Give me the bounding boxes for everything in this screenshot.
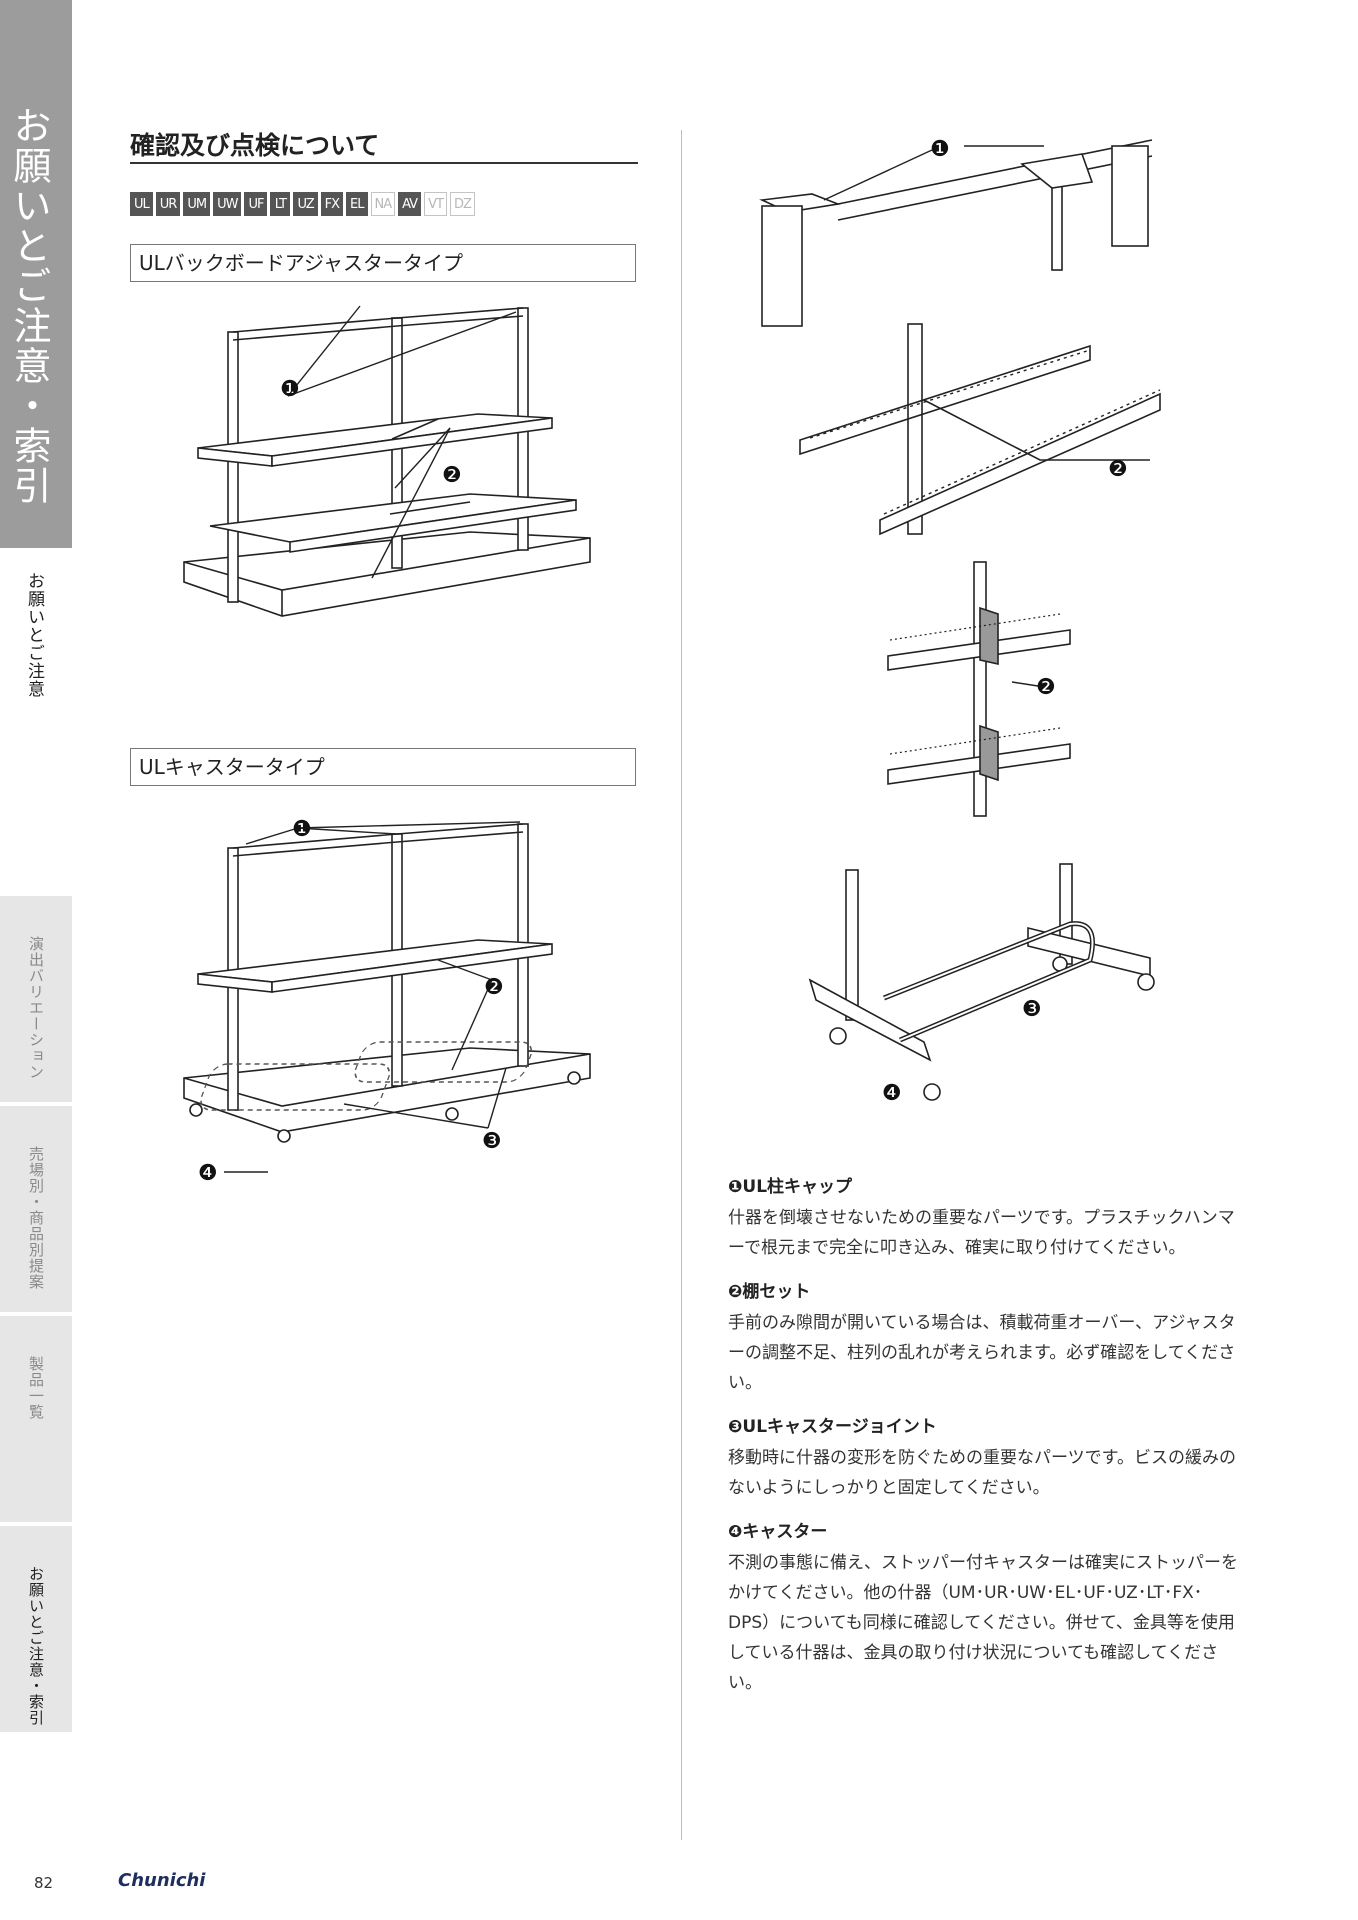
leader-line-m1b (287, 311, 517, 397)
figure-label-caster: ULキャスタータイプ (130, 748, 636, 786)
tab-label: 売場別・商品別提案 (27, 1146, 45, 1290)
leader-line-m2b (371, 427, 451, 579)
marker-2: ❷ (484, 975, 504, 1000)
sidebar: お願いとご注意・索引 お願いとご注意 演出バリエーション 売場別・商品別提案 製… (0, 0, 72, 1920)
note-heading: ❸ULキャスタージョイント (728, 1417, 937, 1437)
series-badge-el: EL (346, 192, 368, 216)
note-shelf-set: ❷棚セット 手前のみ隙間が開いている場合は、積載荷重オーバー、アジャスターの調整… (728, 1277, 1238, 1398)
tab-notes-index[interactable]: お願いとご注意・索引 (0, 1526, 72, 1732)
series-badge-vt: VT (424, 192, 447, 216)
marker-3: ❸ (1022, 997, 1042, 1022)
series-badge-fx: FX (320, 192, 344, 216)
title-underline (130, 162, 638, 164)
figure-detail-post-cap: ❶ (759, 137, 1153, 327)
marker-4: ❹ (198, 1161, 218, 1186)
marker-2: ❷ (442, 463, 462, 488)
series-badges: UL UR UM UW UF LT UZ FX EL NA AV VT DZ (130, 192, 475, 216)
note-caster-joint: ❸ULキャスタージョイント 移動時に什器の変形を防ぐための重要なパーツです。ビス… (728, 1412, 1238, 1503)
figure-detail-shelf-set: ❷ (799, 323, 1161, 536)
series-badge-ur: UR (155, 192, 181, 216)
series-badge-uf: UF (244, 192, 268, 216)
brand-logo: Chunichi (118, 1870, 206, 1891)
sidebar-chapter-title: お願いとご注意・索引 (7, 106, 51, 506)
marker-2: ❷ (1036, 675, 1056, 700)
note-body: 不測の事態に備え、ストッパー付キャスターは確実にストッパーをかけてください。他の… (728, 1553, 1238, 1693)
note-caster: ❹キャスター 不測の事態に備え、ストッパー付キャスターは確実にストッパーをかけて… (728, 1517, 1238, 1698)
series-badge-na: NA (370, 192, 396, 216)
marker-4: ❹ (882, 1081, 902, 1106)
tab-label: お願いとご注意・索引 (27, 1566, 45, 1726)
marker-1: ❶ (930, 137, 950, 162)
figure-detail-divider: ❷ (887, 561, 1071, 817)
note-heading: ❹キャスター (728, 1522, 828, 1542)
figure-backboard-adjuster: ❶ ❷ (183, 305, 591, 617)
figure-detail-caster-joint: ❸ ❹ (808, 863, 1155, 1106)
tab-label: 演出バリエーション (27, 936, 45, 1080)
tab-label: 製品一覧 (27, 1356, 45, 1420)
series-badge-lt: LT (270, 192, 291, 216)
figure-caster-type: ❶ ❷ ❸ ❹ (183, 817, 591, 1186)
sidebar-section-label: お願いとご注意 (24, 572, 44, 698)
note-body: 什器を倒壊させないための重要なパーツです。プラスチックハンマーで根元まで完全に叩… (728, 1208, 1235, 1258)
series-badge-um: UM (183, 192, 211, 216)
series-badge-dz: DZ (449, 192, 475, 216)
column-divider (681, 130, 682, 1840)
page-number: 82 (34, 1874, 54, 1892)
tab-products[interactable]: 製品一覧 (0, 1316, 72, 1522)
marker-1: ❶ (292, 817, 312, 842)
series-badge-av: AV (398, 192, 422, 216)
tab-variations[interactable]: 演出バリエーション (0, 896, 72, 1102)
marker-1: ❶ (280, 377, 300, 402)
series-badge-ul: UL (130, 192, 153, 216)
note-heading: ❷棚セット (728, 1282, 811, 1302)
figure-label-backboard: ULバックボードアジャスタータイプ (130, 244, 636, 282)
series-badge-uw: UW (213, 192, 242, 216)
sidebar-chapter-block: お願いとご注意・索引 (0, 0, 72, 548)
leader-line-m1 (287, 305, 361, 397)
tab-proposals[interactable]: 売場別・商品別提案 (0, 1106, 72, 1312)
note-heading: ❶UL柱キャップ (728, 1177, 853, 1197)
series-badge-uz: UZ (293, 192, 318, 216)
leader-line-m2 (394, 427, 451, 489)
note-body: 移動時に什器の変形を防ぐための重要なパーツです。ビスの緩みのないようにしっかりと… (728, 1448, 1236, 1498)
marker-2: ❷ (1108, 457, 1128, 482)
notes-list: ❶UL柱キャップ 什器を倒壊させないための重要なパーツです。プラスチックハンマー… (728, 1172, 1238, 1712)
note-body: 手前のみ隙間が開いている場合は、積載荷重オーバー、アジャスターの調整不足、柱列の… (728, 1313, 1236, 1393)
note-post-cap: ❶UL柱キャップ 什器を倒壊させないための重要なパーツです。プラスチックハンマー… (728, 1172, 1238, 1263)
marker-3: ❸ (482, 1129, 502, 1154)
page-title: 確認及び点検について (130, 131, 380, 160)
